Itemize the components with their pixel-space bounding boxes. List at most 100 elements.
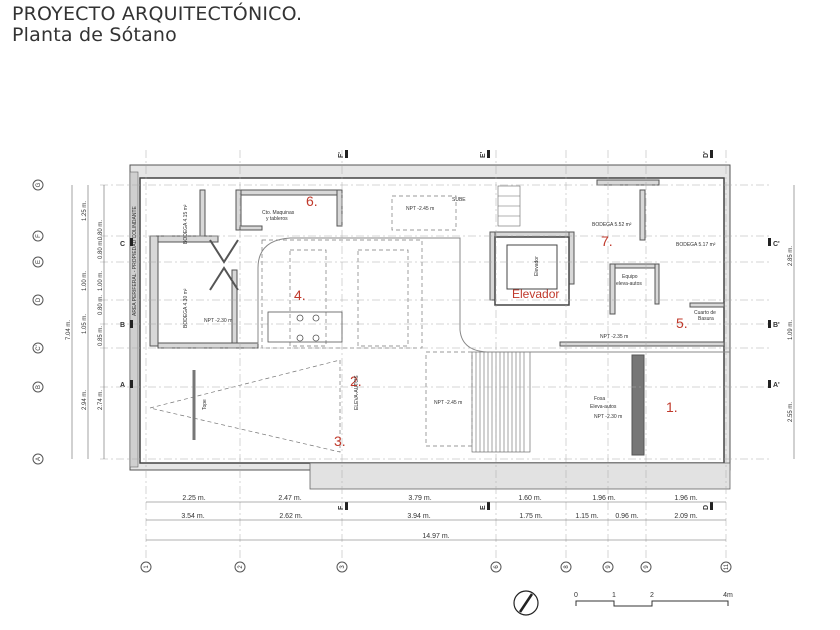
level-2: NPT -2.30 m [204, 318, 232, 324]
bodega-2-label: BODEGA 4.30 m² [183, 288, 189, 328]
scale-2: 2 [650, 592, 654, 599]
up-label: SUBE [452, 197, 466, 203]
car-lift-label: ELEVA-AUTOS [354, 375, 360, 410]
section-b-right: B' [773, 322, 780, 329]
axis-1: 1 [144, 565, 150, 569]
axis-2: 2 [238, 565, 244, 569]
bottom-dim-2g: 2.09 m. [674, 513, 697, 520]
trash-room-label-2: Basura [698, 316, 714, 322]
section-a-left: A [120, 382, 125, 389]
room-numbers: 1. 2. 3. 4. 5. 6. 7. Elevador [294, 193, 688, 449]
elevator-label: Elevador [512, 287, 559, 301]
grid-row-d: D [36, 297, 42, 302]
grid-row-g: G [36, 182, 42, 187]
bottom-dim-total: 14.97 m. [422, 533, 449, 540]
pit-label: Fosa [594, 396, 605, 402]
left-dim-a1: 1.25 m. [82, 201, 88, 221]
dashed-zones [149, 195, 473, 453]
stop-label: Tope [202, 399, 208, 410]
bodega-1-label: BODEGA 4.15 m² [183, 204, 189, 244]
room-2-number: 2. [350, 373, 362, 389]
room-1-number: 1. [666, 399, 678, 415]
left-dim-a6: 2.94 m. [82, 390, 88, 410]
grid-lines [100, 150, 770, 560]
right-dim-1: 2.85 m. [788, 246, 794, 266]
bottom-dim-1d: 1.60 m. [518, 495, 541, 502]
room-4-number: 4. [294, 287, 306, 303]
axis-9a: 9 [606, 565, 612, 569]
section-c-left: C [120, 241, 125, 248]
graphic-scale [575, 600, 729, 607]
left-dim-a3: 0.80 m. [98, 239, 104, 259]
section-d-top: D' [703, 151, 710, 158]
right-dim-2: 1.09 m. [788, 320, 794, 340]
bottom-dim-1f: 1.96 m. [674, 495, 697, 502]
parking-equipment [192, 239, 343, 440]
section-b-left: B [120, 322, 125, 329]
equipment-label: Equipo [622, 274, 638, 280]
axis-3: 3 [340, 565, 346, 569]
drawing-subtitle: Planta de Sótano [12, 24, 177, 46]
bottom-dim-1a: 2.25 m. [182, 495, 205, 502]
room-3-number: 3. [334, 433, 346, 449]
left-dim-b1: 0.80 m. [98, 220, 104, 240]
ramp-curve [257, 237, 730, 353]
column-axis-markers [140, 561, 732, 573]
bottom-dim-2a: 3.54 m. [181, 513, 204, 520]
trash-room-label: Cuarto de [694, 310, 716, 316]
axis-11: 11 [724, 563, 730, 570]
small-elevator-label: Elevador [534, 256, 540, 276]
grid-row-a: A [36, 457, 42, 461]
section-f-top: F' [338, 152, 345, 158]
scale-1: 1 [612, 592, 616, 599]
level-3: NPT -2.35 m [600, 334, 628, 340]
right-dim-3: 2.55 m. [788, 402, 794, 422]
axis-6: 6 [494, 565, 500, 569]
bottom-dim-2b: 2.62 m. [279, 513, 302, 520]
adjacent-property-label: AREA PERIFERAL - PROPIEDAD COLINDANTE [132, 205, 138, 316]
room-6-number: 6. [306, 193, 318, 209]
section-c-right: C' [773, 241, 780, 248]
grid-row-markers [32, 179, 44, 465]
drawing-title: PROYECTO ARQUITECTÓNICO. [12, 3, 303, 25]
left-dim-b3: 0.85 m. [98, 326, 104, 346]
bottom-dim-2f: 0.96 m. [615, 513, 638, 520]
bodega-3-label: BODEGA 5.52 m² [592, 222, 632, 228]
left-dim-b2: 0.80 m. [98, 295, 104, 315]
axis-8: 8 [564, 565, 570, 569]
level-4: NPT -2.45 m [434, 400, 462, 406]
grid-row-e: E [36, 260, 42, 264]
grid-row-f: F [36, 234, 42, 238]
elevator-shaft [494, 236, 570, 306]
bottom-dimensions [146, 501, 726, 541]
level-1: NPT -2.45 m [406, 206, 434, 212]
section-cut-marks: C B A C' B' A' F' E' D' F E D [120, 150, 780, 510]
bottom-dim-2c: 3.94 m. [407, 513, 430, 520]
section-e-bottom: E [480, 505, 487, 510]
left-dim-total: 7.04 m. [66, 320, 72, 340]
north-arrow-icon [513, 590, 539, 616]
stairs [471, 185, 531, 453]
scale-0: 0 [574, 592, 578, 599]
drawing-title-block: PROYECTO ARQUITECTÓNICO. Planta de Sótan… [12, 4, 302, 46]
left-dim-a4: 1.00 m. [98, 271, 104, 291]
bottom-dim-1e: 1.96 m. [592, 495, 615, 502]
section-d-bottom: D [703, 505, 710, 510]
bodega-4-label: BODEGA 5.17 m² [676, 242, 716, 248]
bottom-dim-1b: 2.47 m. [278, 495, 301, 502]
building-walls [129, 164, 731, 490]
room-7-number: 7. [601, 233, 613, 249]
room-5-number: 5. [676, 315, 688, 331]
left-dim-a2: 1.00 m. [82, 271, 88, 291]
grid-row-b: B [36, 385, 42, 389]
axis-9b: 9 [644, 565, 650, 569]
section-f-bottom: F [338, 505, 345, 510]
section-e-top: E' [480, 151, 487, 158]
room-labels: BODEGA 4.15 m² BODEGA 4.30 m² BODEGA 5.5… [132, 197, 716, 420]
left-dim-a5: 1.05 m. [82, 314, 88, 334]
level-5: NPT -2.30 m [594, 414, 622, 420]
section-a-right: A' [773, 382, 780, 389]
grid-row-c-prime: C' [36, 345, 42, 350]
bottom-dim-2d: 1.75 m. [519, 513, 542, 520]
